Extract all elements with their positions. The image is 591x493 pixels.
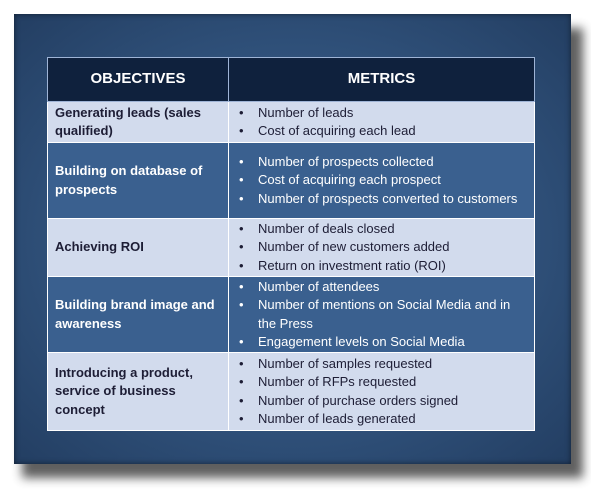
objectives-metrics-table: OBJECTIVES METRICS Generating leads (sal…: [47, 57, 535, 431]
metric-text: Number of mentions on Social Media and i…: [258, 297, 511, 331]
metrics-list: • Number of prospects collected • Cost of …: [229, 153, 534, 209]
bullet-icon: •: [239, 172, 244, 188]
metric-item: • Number of samples requested: [229, 355, 534, 374]
objective-cell: Building brand image and awareness: [47, 276, 229, 353]
objective-cell: Generating leads (sales qualified): [47, 101, 229, 143]
bullet-icon: •: [239, 334, 244, 349]
table-row: Achieving ROI • Number of deals closed • N…: [47, 218, 535, 277]
metric-text: Return on investment ratio (ROI): [258, 257, 446, 273]
metric-text: Cost of acquiring each lead: [258, 123, 416, 138]
metric-item: • Number of deals closed: [229, 220, 534, 239]
metrics-cell: • Number of prospects collected • Cost of …: [228, 142, 535, 219]
metric-text: Number of prospects converted to custome…: [258, 190, 518, 206]
metric-text: Number of leads: [258, 104, 354, 120]
metrics-list: • Number of samples requested • Number of …: [229, 355, 534, 429]
objective-cell: Building on database of prospects: [47, 142, 229, 219]
objective-cell: Achieving ROI: [47, 218, 229, 277]
table-row: Building brand image and awareness • Numb…: [47, 276, 535, 353]
metrics-list: • Number of attendees • Number of mentions…: [229, 278, 534, 352]
metric-text: Number of attendees: [258, 278, 380, 294]
metric-item: • Number of attendees: [229, 278, 534, 297]
metrics-cell: • Number of leads • Cost of acquiring each…: [228, 101, 535, 143]
metrics-cell: • Number of attendees • Number of mentions…: [228, 276, 535, 353]
metric-item: • Number of leads: [229, 104, 534, 123]
metric-text: Cost of acquiring each prospect: [258, 172, 441, 188]
bullet-icon: •: [239, 220, 244, 236]
bullet-icon: •: [239, 153, 244, 169]
bullet-icon: •: [239, 239, 244, 255]
metric-item: • Number of purchase orders signed: [229, 392, 534, 411]
metric-item: • Number of mentions on Social Media and …: [229, 296, 534, 333]
metrics-cell: • Number of deals closed • Number of new c…: [228, 218, 535, 277]
objective-cell: Introducing a product, service of busine…: [47, 352, 229, 431]
table-row: Introducing a product, service of busine…: [47, 352, 535, 431]
metric-text: Number of samples requested: [258, 355, 433, 371]
metric-item: • Engagement levels on Social Media: [229, 333, 534, 352]
metric-text: Number of leads generated: [258, 411, 416, 426]
metrics-header: METRICS: [228, 57, 535, 102]
metric-text: Number of RFPs requested: [258, 374, 417, 389]
bullet-icon: •: [239, 392, 244, 408]
metric-text: Number of prospects collected: [258, 153, 434, 169]
metric-item: • Return on investment ratio (ROI): [229, 257, 534, 276]
metric-item: • Cost of acquiring each lead: [229, 122, 534, 141]
bullet-icon: •: [239, 123, 244, 138]
bullet-icon: •: [239, 278, 244, 294]
bullet-icon: •: [239, 257, 244, 273]
bullet-icon: •: [239, 355, 244, 371]
metrics-list: • Number of leads • Cost of acquiring each…: [229, 104, 534, 141]
metric-item: • Cost of acquiring each prospect: [229, 171, 534, 190]
bullet-icon: •: [239, 374, 244, 389]
metric-item: • Number of new customers added: [229, 238, 534, 257]
table-row: Building on database of prospects • Numbe…: [47, 142, 535, 219]
objectives-header: OBJECTIVES: [47, 57, 229, 102]
bullet-icon: •: [239, 297, 244, 312]
metric-item: • Number of leads generated: [229, 410, 534, 429]
metric-text: Number of deals closed: [258, 220, 395, 236]
bullet-icon: •: [239, 411, 244, 426]
metric-text: Engagement levels on Social Media: [258, 334, 465, 349]
bullet-icon: •: [239, 190, 244, 206]
metrics-list: • Number of deals closed • Number of new c…: [229, 220, 534, 276]
table-row: Generating leads (sales qualified) • Numb…: [47, 101, 535, 143]
metric-item: • Number of RFPs requested: [229, 373, 534, 392]
metrics-cell: • Number of samples requested • Number of …: [228, 352, 535, 431]
metric-item: • Number of prospects collected: [229, 153, 534, 172]
metric-item: • Number of prospects converted to custom…: [229, 190, 534, 209]
header-row: OBJECTIVES METRICS: [47, 57, 535, 102]
metric-text: Number of new customers added: [258, 239, 450, 255]
bullet-icon: •: [239, 104, 244, 120]
metric-text: Number of purchase orders signed: [258, 392, 459, 408]
